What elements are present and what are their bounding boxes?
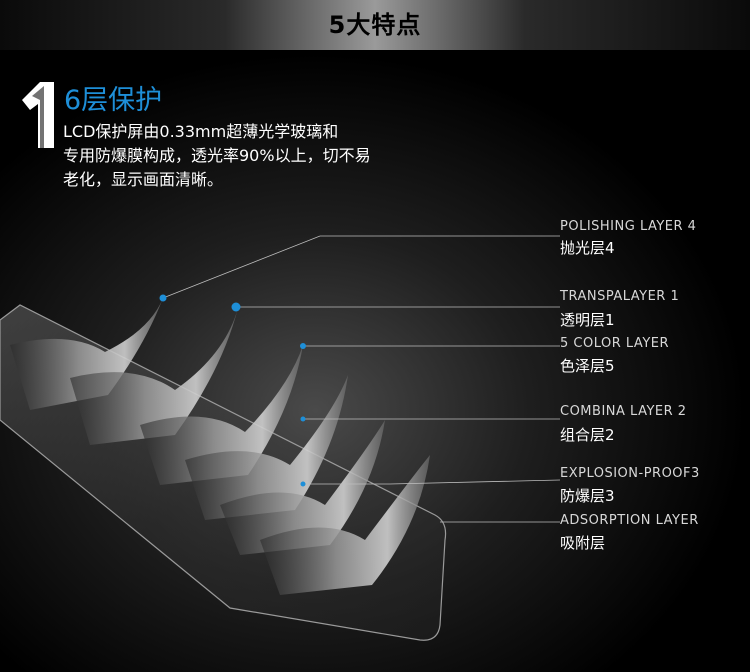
marker-dot-3 (300, 343, 306, 349)
marker-dot-2 (231, 302, 241, 312)
marker-dot-4 (300, 416, 306, 422)
layer-label-zh: 抛光层4 (560, 239, 615, 257)
layer-sheet-6 (260, 455, 430, 595)
leader-line-5 (303, 479, 561, 485)
marker-dot-5 (300, 481, 306, 487)
layer-label-en: TRANSPALAYER 1 (560, 289, 680, 304)
layer-sheet-5 (220, 420, 385, 555)
feature-description-line: 老化，显示画面清晰。 (63, 170, 224, 189)
marker-dot-1 (159, 294, 167, 302)
layer-label-en: POLISHING LAYER 4 (560, 219, 697, 234)
number-one-emblem (22, 82, 54, 148)
feature-title: 6层保护 (64, 85, 163, 116)
layer-sheet-3 (140, 345, 303, 485)
layer-label-en: ADSORPTION LAYER (560, 513, 699, 528)
layer-label-zh: 色泽层5 (560, 357, 615, 375)
layer-sheet-2 (70, 308, 238, 445)
layer-label-zh: 组合层2 (560, 426, 615, 444)
layer-sheet-1 (10, 298, 163, 410)
feature-description-line: 专用防爆膜构成，透光率90%以上，切不易 (63, 146, 371, 165)
layer-label-en: EXPLOSION-PROOF3 (560, 466, 700, 481)
leader-line-1 (162, 235, 560, 299)
layer-label-zh: 吸附层 (560, 534, 606, 552)
layer-label-en: 5 COLOR LAYER (560, 336, 670, 351)
layer-label-zh: 防爆层3 (560, 487, 615, 505)
section-title: 5大特点 (328, 11, 422, 39)
header-bar (0, 0, 750, 50)
feature-description-line: LCD保护屏由0.33mm超薄光学玻璃和 (63, 122, 339, 141)
layer-label-zh: 透明层1 (560, 311, 615, 329)
layer-label-en: COMBINA LAYER 2 (560, 404, 687, 419)
